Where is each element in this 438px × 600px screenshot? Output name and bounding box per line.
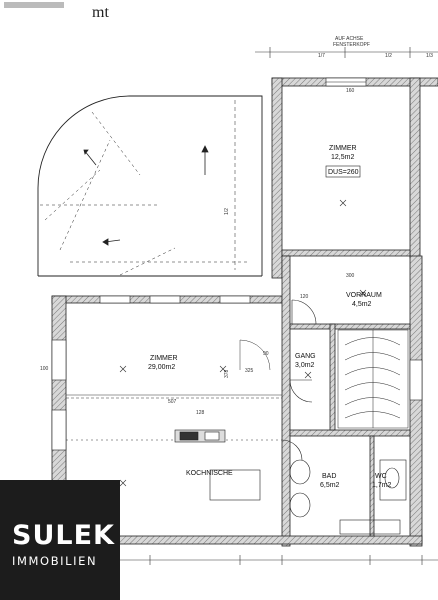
dim-100: 100 — [40, 366, 49, 372]
upper-room-walls — [271, 77, 438, 279]
dim-160: 160 — [346, 88, 355, 94]
room-bad-area: 6,5m2 — [320, 482, 340, 489]
bathroom-fixtures — [289, 459, 407, 535]
annotation-top-1: AUF ACHSE — [335, 36, 364, 42]
room-zimmer-upper-note: DUS=260 — [328, 169, 359, 176]
room-bad-name: BAD — [322, 473, 336, 480]
svg-text:mt: mt — [92, 4, 109, 21]
dim-300: 300 — [346, 273, 355, 279]
logo-name: SULEK — [12, 520, 115, 551]
dim-128: 128 — [196, 410, 205, 416]
dim-terrace: 1/2 — [224, 208, 230, 215]
room-wc-name: WC — [375, 473, 387, 480]
company-logo: SULEK IMMOBILIEN — [0, 480, 120, 600]
annotation-top-2: FENSTERKOPF — [333, 42, 370, 48]
room-labels: ZIMMER 12,5m2 DUS=260 VORRAUM 4,5m2 ZIMM… — [148, 145, 392, 489]
main-interior-lines — [66, 339, 282, 441]
dim-120: 120 — [300, 294, 309, 300]
bottom-dimension-line — [120, 555, 438, 565]
room-zimmer-upper-area: 12,5m2 — [331, 154, 354, 161]
terrace-arrows — [83, 145, 209, 246]
dim-90: 90 — [263, 351, 269, 357]
kitchen-counter — [174, 429, 261, 501]
room-vorraum-area: 4,5m2 — [352, 301, 372, 308]
room-gang-area: 3,0m2 — [295, 362, 315, 369]
terrace — [37, 95, 263, 277]
header-fragment: mt — [4, 2, 109, 21]
dim-325: 325 — [245, 368, 254, 374]
logo-subtitle: IMMOBILIEN — [12, 554, 98, 568]
room-gang-name: GANG — [295, 353, 316, 360]
room-zimmer-main-name: ZIMMER — [150, 355, 178, 362]
room-zimmer-main-area: 29,00m2 — [148, 364, 175, 371]
dim-1-3: 1/3 — [426, 53, 433, 59]
room-vorraum-name: VORRAUM — [346, 292, 382, 299]
light-markers — [119, 199, 367, 487]
dim-507: 507 — [168, 399, 177, 405]
room-zimmer-upper-name: ZIMMER — [329, 145, 357, 152]
room-wc-area: 1,7m2 — [372, 482, 392, 489]
upper-windows — [325, 77, 367, 87]
dim-1-2: 1/2 — [385, 53, 392, 59]
main-windows — [51, 295, 423, 451]
doors — [281, 299, 317, 461]
dim-1-7: 1/7 — [318, 53, 325, 59]
top-dimension-line — [255, 47, 438, 58]
dim-378: 378 — [224, 369, 230, 378]
staircase — [337, 329, 409, 429]
room-kochnische-name: KOCHNISCHE — [186, 470, 233, 477]
